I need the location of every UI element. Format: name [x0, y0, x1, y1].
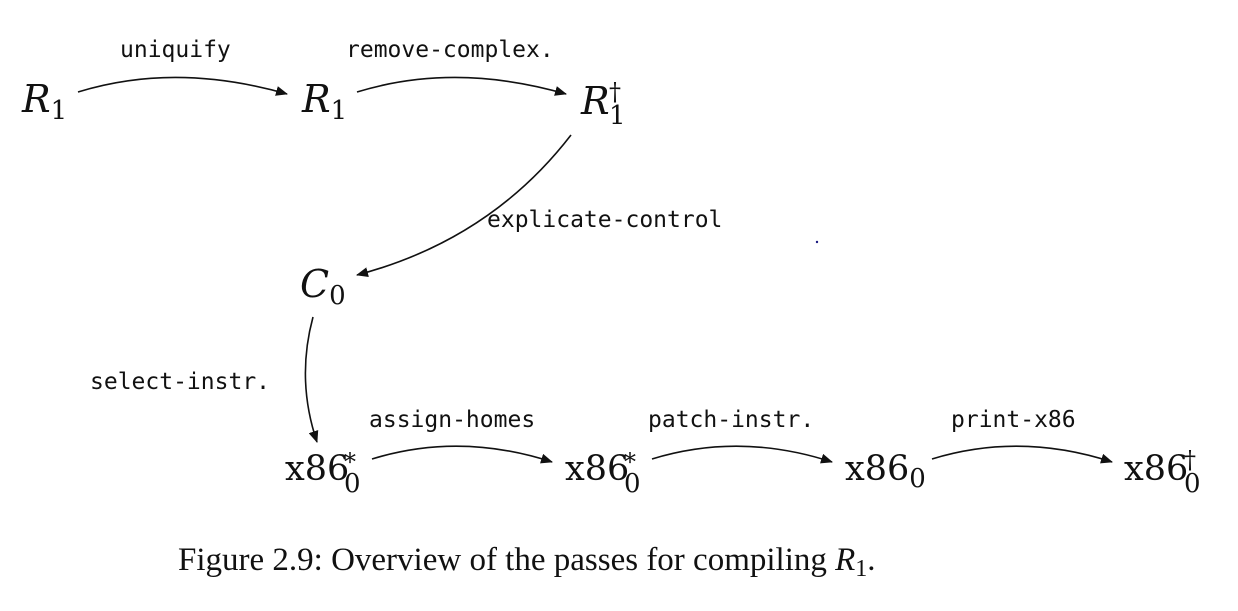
nodes-layer: R1 R1 R † 1 C0 x86 * 0 x86 * 0 x860 x86 …	[21, 77, 1201, 499]
node-x86-dagger-sup: †	[1184, 446, 1196, 474]
label-uniquify: uniquify	[120, 37, 231, 63]
label-remove-complex: remove-complex.	[346, 37, 554, 63]
edge-assign-homes	[371, 445, 553, 464]
caption-math-base: R	[834, 542, 855, 578]
node-r1-source: R1	[21, 77, 67, 126]
node-x86-star-a: x86	[285, 449, 349, 489]
caption-suffix: .	[867, 542, 875, 578]
node-r1-uniquified: R1	[301, 77, 347, 126]
node-x86-dagger: x86	[1124, 449, 1188, 489]
node-x86-star-a-sub: 0	[344, 469, 361, 499]
node-x86-zero: x860	[845, 449, 926, 494]
stray-dot	[815, 240, 819, 244]
label-assign-homes: assign-homes	[369, 407, 535, 433]
edge-uniquify	[77, 76, 288, 96]
label-patch-instr: patch-instr.	[648, 407, 814, 433]
edge-print-x86	[931, 445, 1113, 464]
node-r1-dagger-sub: 1	[609, 101, 626, 131]
node-x86-dagger-sub: 0	[1184, 469, 1201, 499]
caption-math-sub: 1	[855, 556, 867, 582]
node-x86-star-a-sup: *	[344, 448, 356, 476]
node-r1-dagger: R	[580, 79, 610, 123]
node-x86-star-b-sup: *	[624, 448, 636, 476]
edge-patch-instr	[651, 445, 833, 464]
node-c0: C0	[300, 262, 346, 311]
node-r1-dagger-sup: †	[609, 78, 621, 106]
label-explicate-control: explicate-control	[487, 207, 722, 233]
edge-select-instr	[304, 316, 319, 443]
edges-layer	[77, 76, 1113, 464]
figure-caption: Figure 2.9: Overview of the passes for c…	[178, 542, 876, 582]
node-x86-star-b: x86	[565, 449, 629, 489]
edge-explicate-control	[356, 134, 572, 278]
edge-remove-complex	[356, 76, 567, 96]
label-select-instr: select-instr.	[90, 369, 270, 395]
label-print-x86: print-x86	[951, 407, 1076, 433]
labels-layer: uniquify remove-complex. explicate-contr…	[90, 37, 1076, 433]
caption-prefix: Figure 2.9: Overview of the passes for c…	[178, 542, 835, 578]
node-x86-star-b-sub: 0	[624, 469, 641, 499]
